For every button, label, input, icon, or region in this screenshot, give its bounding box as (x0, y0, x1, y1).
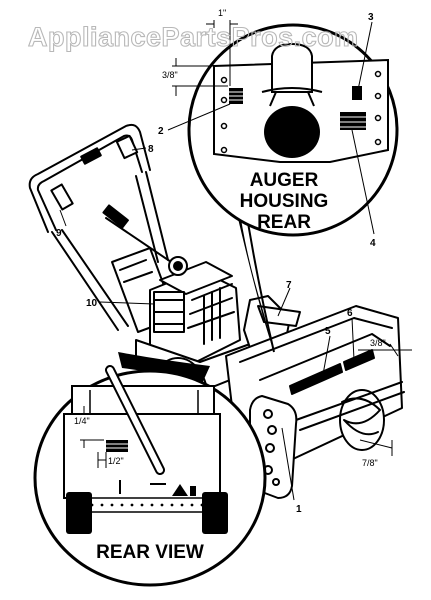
auger-label-line-2: HOUSING (240, 191, 329, 212)
handle-lower-left-2 (61, 229, 129, 327)
dim-right-offset: 3/8" (370, 338, 386, 348)
auger-housing-lip (259, 333, 391, 381)
rear-view-callout: REAR VIEW (33, 365, 267, 587)
auger-housing-top (239, 317, 393, 363)
part-number-7: 7 (286, 280, 292, 291)
rear-view-label: REAR VIEW (96, 542, 204, 563)
auger-label-line-1: AUGER (250, 170, 319, 191)
engine-top (159, 261, 233, 295)
auger-bar (295, 381, 403, 421)
dim-top-height: 3/8" (162, 70, 178, 80)
decal-strip-6 (343, 349, 375, 371)
chute-neck (271, 42, 313, 93)
part-number-5: 5 (325, 326, 331, 337)
handle-lower-left (51, 231, 119, 331)
rear-decal (106, 440, 128, 452)
part-number-1: 1 (296, 504, 302, 515)
handle-lower-right-2 (135, 175, 159, 263)
auger-label-line-3: REAR (257, 212, 311, 233)
right-dimensions (358, 343, 412, 456)
handle-control-left (50, 183, 74, 211)
rear-frame (63, 385, 221, 509)
part-number-8: 8 (148, 144, 154, 155)
part-number-4: 4 (370, 238, 376, 249)
dim-top-width: 1" (218, 8, 226, 18)
engine-fins (203, 287, 221, 345)
decal-right-top (352, 86, 362, 100)
handle-control-right (115, 134, 139, 160)
chute-deflector (257, 305, 301, 327)
handle-lower-right (145, 171, 169, 261)
watermark-text: AppliancePartsPros.com (28, 22, 359, 52)
dim-rear-width: 1/2" (108, 456, 124, 466)
handle-left (28, 123, 151, 233)
part-number-9: 9 (56, 228, 62, 239)
rear-wheel-right (202, 492, 228, 534)
part-number-3: 3 (368, 12, 374, 23)
rear-wheel-left (66, 492, 92, 534)
part-number-10: 10 (86, 298, 98, 309)
part-number-6: 6 (347, 308, 353, 319)
handle-clip (80, 147, 102, 165)
crank-handle (102, 204, 129, 229)
top-dimensions (172, 20, 238, 96)
part-number-2: 2 (158, 126, 164, 137)
leader-lines (59, 21, 375, 501)
dim-rear-height: 1/4" (74, 416, 90, 426)
auger-opening (264, 106, 320, 158)
warning-triangle-icon (172, 484, 188, 496)
dim-right-lower: 7/8" (362, 458, 378, 468)
auger-housing-rear-callout: AUGER HOUSING REAR (187, 23, 399, 237)
